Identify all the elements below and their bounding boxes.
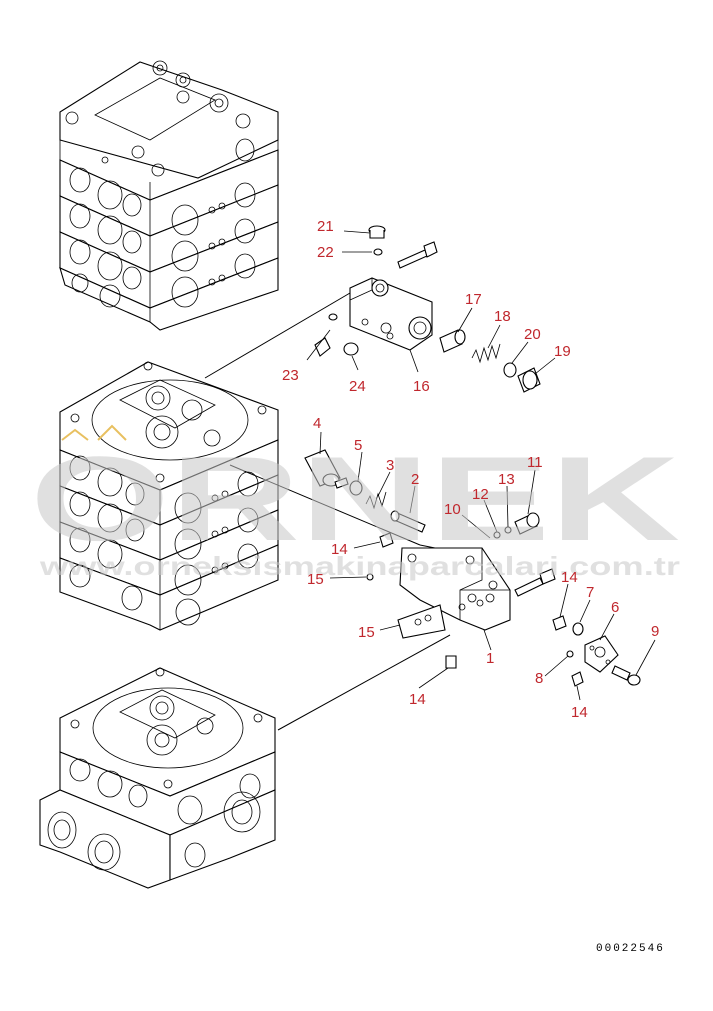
label-2: 2: [411, 471, 419, 488]
label-17: 17: [465, 291, 482, 308]
drawing-number: 00022546: [596, 943, 665, 955]
part-1-valve-body: [399, 547, 511, 631]
bolt-upper: [397, 241, 438, 269]
label-12: 12: [472, 486, 489, 503]
assembly-guide-lines: [204, 292, 471, 731]
label-14-d: 14: [571, 704, 588, 721]
bolt-lower: [514, 568, 556, 597]
part-17-piston: [439, 329, 466, 353]
part-14-plug-c: [445, 655, 457, 669]
label-21: 21: [317, 218, 334, 235]
label-11: 11: [527, 454, 543, 471]
part-22-o-ring: [373, 248, 383, 256]
label-1: 1: [486, 650, 494, 667]
part-7-o-ring: [572, 622, 584, 636]
label-14-c: 14: [409, 691, 426, 708]
control-valve-top-block: [59, 60, 279, 331]
label-3: 3: [386, 457, 394, 474]
label-24: 24: [349, 378, 366, 395]
label-10: 10: [444, 501, 461, 518]
part-2-spool: [390, 510, 426, 533]
part-18-spring: [471, 343, 501, 364]
label-16: 16: [413, 378, 430, 395]
label-6: 6: [611, 599, 619, 616]
watermark: ORNEK www.orneksismakinaparcalari.com.tr: [30, 424, 680, 581]
part-12-part-13-balls: [493, 526, 512, 539]
part-8-pin: [566, 650, 574, 658]
part-16-valve-body: [349, 277, 433, 351]
label-14-a: 14: [331, 541, 348, 558]
label-15-a: 15: [307, 571, 324, 588]
part-21-plug: [368, 225, 386, 239]
label-23: 23: [282, 367, 299, 384]
part-9-bolt: [611, 665, 641, 686]
part-3-spring: [365, 491, 387, 510]
label-19: 19: [554, 343, 571, 360]
part-6-cover: [584, 635, 619, 673]
part-14-plug-b: [552, 615, 567, 631]
part-15-o-ring-a: [366, 573, 374, 581]
label-22: 22: [317, 244, 334, 261]
label-7: 7: [586, 584, 594, 601]
watermark-accent-icon: [61, 424, 127, 441]
leader-lines: [306, 230, 656, 701]
label-15-b: 15: [358, 624, 375, 641]
label-14-b: 14: [561, 569, 578, 586]
watermark-logo: ORNEK: [30, 432, 680, 566]
part-14-plug-a: [379, 532, 394, 548]
part-labels: 21 22 17 18 20 19 23 24 16 4 5 3 2 11 13…: [282, 218, 659, 721]
control-valve-middle-block: [59, 361, 279, 631]
label-8: 8: [535, 670, 543, 687]
part-14-plug-d: [571, 671, 584, 687]
part-5-o-ring: [349, 480, 363, 496]
control-valve-bottom-block: [39, 667, 276, 889]
watermark-url: www.orneksismakinaparcalari.com.tr: [39, 551, 680, 581]
label-18: 18: [494, 308, 511, 325]
label-9: 9: [651, 623, 659, 640]
part-11-fitting: [514, 512, 540, 535]
part-4-solenoid: [304, 449, 349, 489]
label-4: 4: [313, 415, 321, 432]
part-20-o-ring: [503, 362, 517, 378]
label-13: 13: [498, 471, 515, 488]
label-20: 20: [524, 326, 541, 343]
part-19-plug: [517, 367, 541, 393]
label-5: 5: [354, 437, 362, 454]
part-24-o-ring: [343, 342, 359, 356]
part-15-gasket: [397, 604, 446, 639]
